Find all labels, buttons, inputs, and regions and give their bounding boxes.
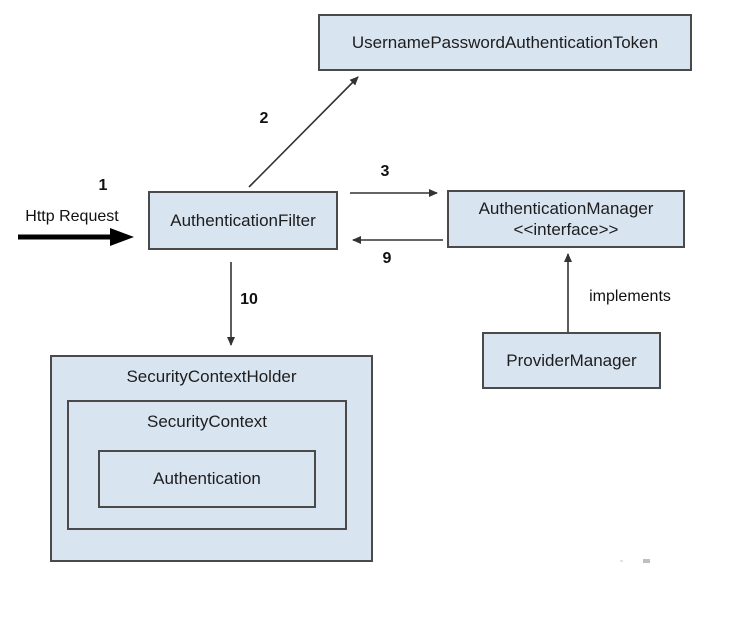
scan-artifact <box>620 560 623 562</box>
node-label: SecurityContextHolder <box>126 367 297 386</box>
arrow-http-request <box>18 228 134 246</box>
node-label: SecurityContext <box>147 412 267 431</box>
node-authentication-filter: AuthenticationFilter <box>148 191 338 250</box>
node-stereotype: <<interface>> <box>513 220 619 239</box>
edge-number-9: 9 <box>382 250 392 267</box>
edge-label-http-request: Http Request <box>25 208 119 225</box>
edge-number-1: 1 <box>98 177 108 194</box>
arrow-2 <box>248 76 359 188</box>
node-provider-manager: ProviderManager <box>482 332 661 389</box>
node-authentication: Authentication <box>98 450 316 508</box>
scan-artifact <box>643 559 650 563</box>
node-label: UsernamePasswordAuthenticationToken <box>351 32 659 52</box>
node-username-password-authentication-token: UsernamePasswordAuthenticationToken <box>318 14 692 71</box>
edge-number-2: 2 <box>259 110 269 127</box>
edge-number-10: 10 <box>240 291 258 308</box>
edge-label-implements: implements <box>589 288 671 305</box>
node-authentication-manager: AuthenticationManager <<interface>> <box>447 190 685 248</box>
node-label: Authentication <box>153 469 261 489</box>
node-label: ProviderManager <box>506 350 637 370</box>
node-label: AuthenticationFilter <box>170 210 316 230</box>
node-label: AuthenticationManager <box>478 198 654 218</box>
edge-number-3: 3 <box>380 163 390 180</box>
